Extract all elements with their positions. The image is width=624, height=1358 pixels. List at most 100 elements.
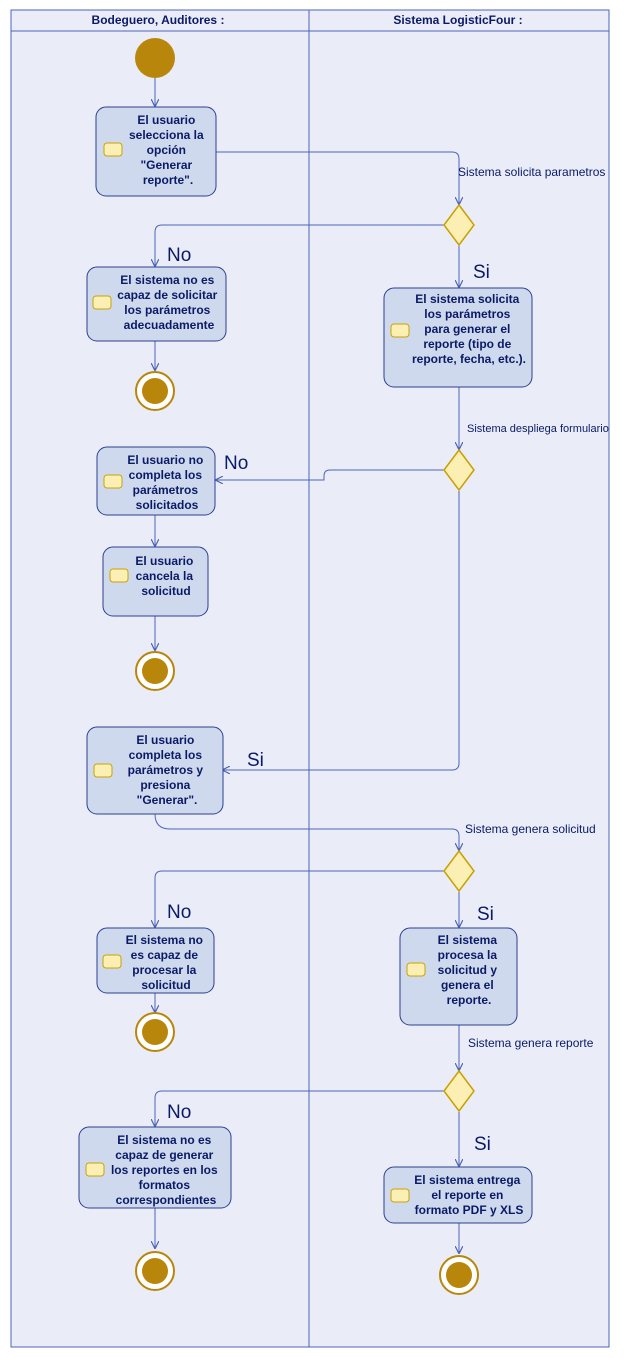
activity-text: formato PDF y XLS: [415, 1203, 524, 1217]
activity-a9: El sistema no es capaz de generar los re…: [78, 1126, 232, 1209]
activity-text: El sistema no es: [120, 273, 214, 287]
activity-a2: El sistema no es capaz de solicitar los …: [86, 266, 227, 342]
svg-text:El usuario selecciona la: El usuario selecciona la opción "Generar…: [129, 113, 207, 187]
activity-text: los parámetros: [424, 307, 510, 321]
final-node-1: [135, 371, 175, 411]
guard-no-2: No: [224, 453, 248, 474]
activity-text: solicitud y: [438, 963, 498, 977]
activity-a10: El sistema entrega el reporte en formato…: [383, 1166, 533, 1224]
svg-text:El sistema no es capaz d: El sistema no es capaz de generar los re…: [111, 1133, 221, 1207]
final-node-2: [135, 651, 175, 691]
flow-label-3: Sistema genera solicitud: [465, 822, 596, 836]
activity-text: es capaz de: [131, 948, 199, 962]
svg-text:El usuario cancela la: El usuario cancela la solicitud: [135, 554, 196, 598]
activity-icon: [109, 568, 129, 583]
flow-label-4: Sistema genera reporte: [468, 1036, 594, 1050]
activity-text: El usuario: [135, 554, 193, 568]
activity-text: El sistema no es: [117, 1133, 211, 1147]
activity-icon: [93, 763, 113, 778]
activity-text: "Generar: [140, 158, 192, 172]
guard-si-4: Si: [474, 1134, 491, 1155]
activity-a4: El usuario no completa los parámetros so…: [96, 446, 216, 516]
edge-a1-d1: [216, 151, 459, 204]
activity-text: el reporte en: [431, 1188, 503, 1202]
decision-3: [443, 849, 475, 893]
activity-a5: El usuario cancela la solicitud: [102, 546, 209, 617]
svg-text:El sistema entrega el re: El sistema entrega el reporte en formato…: [414, 1173, 523, 1217]
activity-text: El sistema entrega: [414, 1173, 520, 1187]
svg-text:El sistema solicita los: El sistema solicita los parámetros para …: [412, 292, 526, 366]
activity-text: solicitados: [136, 498, 199, 512]
svg-text:El usuario completa los: El usuario completa los parámetros y pre…: [128, 733, 207, 807]
activity-icon: [92, 295, 112, 310]
activity-text: para generar el: [424, 322, 510, 336]
decision-2: [443, 448, 475, 492]
decisions: [443, 203, 475, 1113]
activity-a3: El sistema solicita los parámetros para …: [383, 287, 533, 388]
activity-text: cancela la: [136, 569, 194, 583]
activity-text: procesar la: [132, 963, 196, 977]
activity-text: El sistema: [438, 933, 498, 947]
activity-text: solicitud: [141, 584, 190, 598]
activity-text: genera el: [441, 978, 494, 992]
guard-si-2: Si: [247, 750, 264, 771]
svg-text:El sistema no es capaz d: El sistema no es capaz de procesar la so…: [126, 933, 207, 992]
activity-text: solicitud: [141, 978, 190, 992]
activity-text: procesa la: [438, 948, 498, 962]
activity-a1: El usuario selecciona la opción "Generar…: [95, 106, 217, 197]
activity-text: correspondientes: [116, 1193, 217, 1207]
activity-text: reporte.: [447, 993, 492, 1007]
activity-icon: [85, 1162, 105, 1177]
activity-text: capaz de generar: [115, 1148, 213, 1162]
svg-text:El sistema no es capaz d: El sistema no es capaz de solicitar los …: [117, 273, 220, 332]
activity-icon: [406, 962, 426, 977]
lane-left-title: Bodeguero, Auditores :: [92, 13, 225, 27]
activity-text: "Generar".: [137, 793, 198, 807]
activity-text: completa los: [129, 468, 203, 482]
activity-text: completa los: [129, 748, 203, 762]
initial-node: [135, 38, 175, 78]
activity-text: presiona: [140, 778, 190, 792]
activity-text: El sistema solicita: [415, 292, 519, 306]
final-node-5: [439, 1255, 479, 1295]
edge-d4-no: [155, 1090, 444, 1126]
activity-a6: El usuario completa los parámetros y pre…: [86, 726, 224, 815]
activity-icon: [103, 474, 123, 489]
final-node-4: [135, 1251, 175, 1291]
lane-right-title: Sistema LogisticFour :: [393, 13, 522, 27]
edge-d1-no: [155, 224, 444, 266]
activity-text: los reportes en los: [111, 1163, 218, 1177]
activity-icon: [103, 142, 123, 157]
final-node-3: [135, 1012, 175, 1052]
activity-icon: [390, 323, 410, 338]
activity-text: capaz de solicitar: [117, 288, 217, 302]
activity-text: adecuadamente: [124, 318, 215, 332]
activity-text: opción: [147, 143, 186, 157]
activity-text: El usuario: [136, 733, 194, 747]
activity-a8: El sistema procesa la solicitud y genera…: [399, 927, 518, 1026]
guard-no-3: No: [167, 902, 191, 923]
activity-text: reporte (tipo de: [423, 337, 511, 351]
activity-text: El sistema no: [126, 933, 203, 947]
decision-1: [443, 203, 475, 247]
guard-si-1: Si: [473, 262, 490, 283]
activity-icon: [102, 954, 122, 969]
decision-4: [443, 1069, 475, 1113]
activity-icon: [390, 1188, 410, 1203]
activity-a7: El sistema no es capaz de procesar la so…: [96, 927, 215, 994]
activity-text: reporte".: [143, 173, 193, 187]
edge-a6-d3: [154, 813, 459, 850]
guard-no-4: No: [167, 1102, 191, 1123]
activity-text: selecciona la: [129, 128, 204, 142]
activity-text: parámetros: [133, 483, 199, 497]
activity-text: formatos: [139, 1178, 191, 1192]
activity-text: El usuario no: [127, 453, 203, 467]
guard-no-1: No: [167, 245, 191, 266]
activity-text: los parámetros: [124, 303, 210, 317]
guard-si-3: Si: [477, 904, 494, 925]
edge-d2-si: [223, 491, 460, 770]
edge-d3-no: [155, 870, 444, 927]
edge-d2-no: [216, 469, 444, 480]
flow-label-2: Sistema despliega formulario: [467, 423, 609, 435]
